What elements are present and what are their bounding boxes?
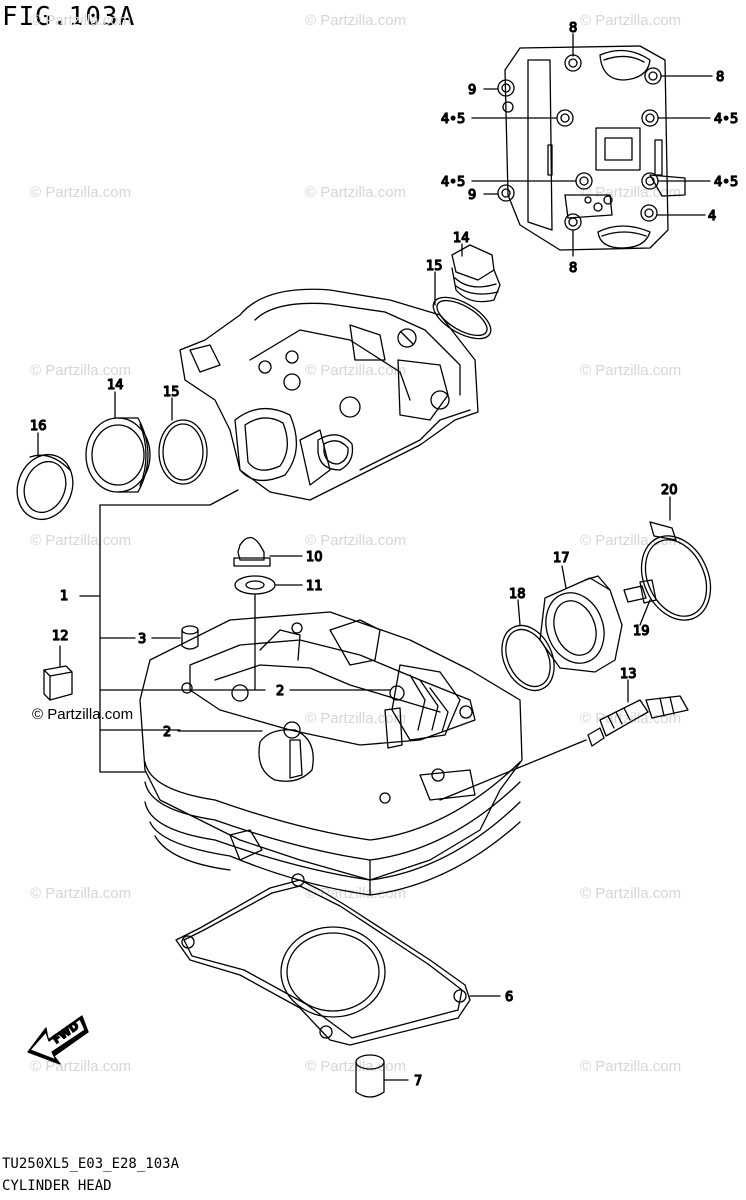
cylinder-head-cover bbox=[179, 288, 479, 501]
washer-11 bbox=[234, 575, 303, 691]
callout-12: 12 bbox=[52, 629, 69, 644]
callout-9-lower: 9 bbox=[468, 188, 476, 203]
callout-3: 3 bbox=[138, 632, 146, 647]
watermark: © Partzilla.com bbox=[580, 710, 682, 727]
clamp-20 bbox=[640, 496, 712, 621]
watermark: © Partzilla.com bbox=[30, 885, 132, 902]
callout-13: 13 bbox=[620, 667, 637, 682]
watermark: © Partzilla.com bbox=[580, 1058, 682, 1075]
watermark: © Partzilla.com bbox=[30, 12, 132, 29]
callout-4: 4 bbox=[708, 209, 716, 224]
callout-14-cap: 14 bbox=[453, 231, 470, 246]
cylinder-head bbox=[99, 611, 523, 896]
watermark: © Partzilla.com bbox=[580, 362, 682, 379]
callout-labels: 8 8 9 4•5 4•5 4•5 4•5 9 4 8 14 15 14 15 … bbox=[29, 20, 739, 1089]
model-code: TU250XL5_E03_E28_103A bbox=[2, 1156, 180, 1172]
watermark: © Partzilla.com bbox=[305, 885, 407, 902]
callout-16: 16 bbox=[30, 419, 47, 434]
watermark: © Partzilla.com bbox=[30, 362, 132, 379]
cover-bolt-holes bbox=[497, 54, 662, 231]
watermark: © Partzilla.com bbox=[580, 885, 682, 902]
watermark: © Partzilla.com bbox=[30, 532, 132, 549]
section-name: CYLINDER HEAD bbox=[2, 1178, 112, 1194]
watermark: © Partzilla.com bbox=[305, 184, 407, 201]
callout-15-side: 15 bbox=[163, 385, 180, 400]
watermark: © Partzilla.com bbox=[305, 362, 407, 379]
watermark: © Partzilla.com bbox=[305, 12, 407, 29]
callout-14-side: 14 bbox=[107, 378, 124, 393]
callout-11: 11 bbox=[306, 579, 323, 594]
seal-16 bbox=[16, 453, 74, 521]
screw-19 bbox=[623, 579, 657, 626]
watermark: © Partzilla.com bbox=[580, 12, 682, 29]
callout-45-upper-left: 4•5 bbox=[441, 112, 465, 127]
callout-15-oring: 15 bbox=[426, 259, 443, 274]
left-leader-lines bbox=[37, 243, 463, 457]
dowel-pin-3 bbox=[151, 625, 199, 650]
callout-45-upper-right: 4•5 bbox=[714, 112, 738, 127]
filler-cap-14 bbox=[451, 244, 501, 303]
callout-45-lower-left: 4•5 bbox=[441, 175, 465, 190]
callout-6: 6 bbox=[505, 990, 513, 1005]
o-ring-15-side bbox=[158, 419, 208, 485]
callout-8-bottom: 8 bbox=[569, 261, 577, 276]
watermark: © Partzilla.com bbox=[30, 184, 132, 201]
callout-17: 17 bbox=[553, 551, 570, 566]
callout-7: 7 bbox=[414, 1074, 422, 1089]
head-gasket-6 bbox=[175, 873, 501, 1046]
dowel-7 bbox=[355, 1054, 409, 1098]
callout-2-upper: 2 bbox=[276, 684, 284, 699]
forward-arrow: FWD bbox=[27, 1015, 89, 1065]
callout-10: 10 bbox=[306, 550, 323, 565]
callout-18: 18 bbox=[509, 587, 526, 602]
callout-9-upper: 9 bbox=[468, 83, 476, 98]
watermark: © Partzilla.com bbox=[305, 710, 407, 727]
callout-8-right: 8 bbox=[716, 70, 724, 85]
callout-8-top: 8 bbox=[569, 21, 577, 36]
callout-19: 19 bbox=[633, 624, 650, 639]
callout-45-lower-right: 4•5 bbox=[714, 175, 738, 190]
side-cap-14 bbox=[85, 417, 151, 493]
dowel-leaders bbox=[177, 689, 391, 732]
callout-20: 20 bbox=[661, 483, 678, 498]
o-ring-15-upper bbox=[432, 296, 492, 340]
callout-2-lower: 2 bbox=[163, 725, 171, 740]
watermark: © Partzilla.com bbox=[305, 532, 407, 549]
cover-leader-lines bbox=[471, 33, 713, 257]
watermark-primary: © Partzilla.com bbox=[32, 706, 134, 723]
o-ring-18 bbox=[501, 599, 555, 692]
head-cover-top-view bbox=[504, 45, 686, 251]
callout-1: 1 bbox=[60, 589, 68, 604]
cap-nut-10 bbox=[233, 536, 303, 567]
spark-plug-13 bbox=[439, 679, 689, 801]
figure-title: FIG.103A bbox=[2, 2, 136, 32]
plug-12 bbox=[43, 645, 73, 701]
